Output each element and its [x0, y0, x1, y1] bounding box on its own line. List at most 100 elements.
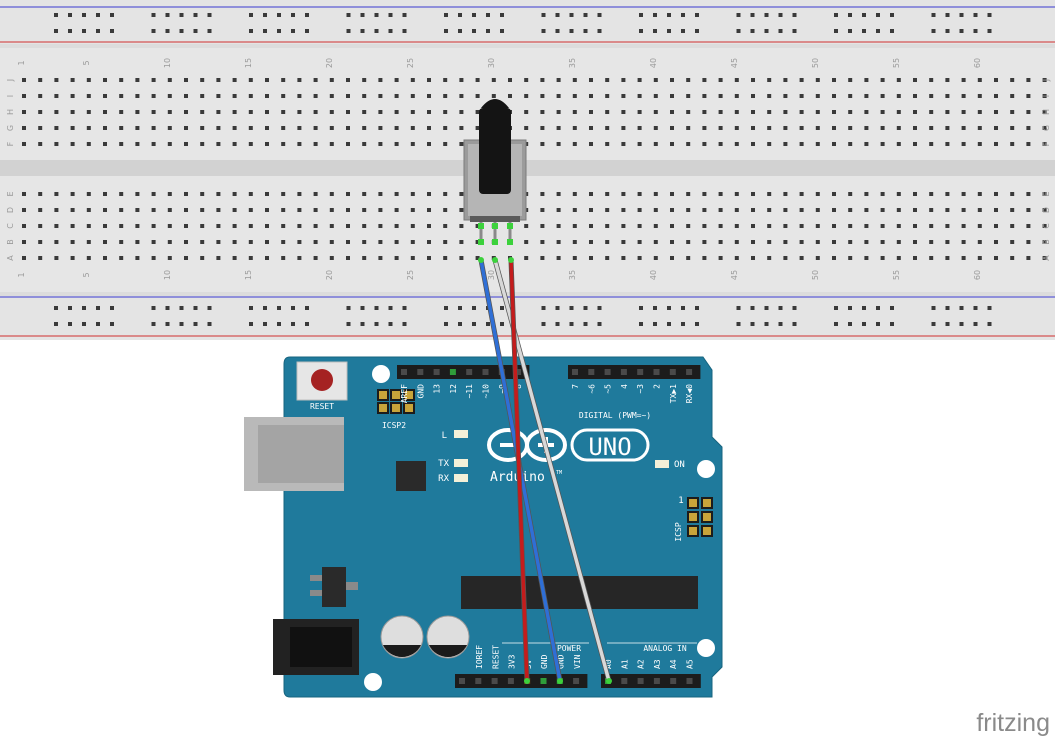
digital-pin-socket[interactable]: [401, 369, 407, 375]
breadboard-hole: [378, 142, 383, 146]
breadboard-hole: [945, 192, 950, 196]
breadboard-hole: [475, 240, 480, 244]
analog-pin-socket[interactable]: [621, 678, 628, 684]
breadboard-hole: [200, 208, 205, 212]
digital-pin-socket[interactable]: [637, 369, 644, 375]
breadboard-hole: [670, 142, 674, 146]
breadboard-hole: [864, 256, 869, 260]
breadboard-hole: [184, 110, 188, 114]
power-pin-socket[interactable]: [491, 678, 498, 684]
breadboard-hole: [751, 78, 755, 82]
rail-hole: [750, 322, 755, 326]
arduino-logo: UNO Arduino TM: [487, 428, 650, 485]
digital-pin-socket[interactable]: [588, 369, 595, 375]
breadboard-hole: [119, 256, 124, 260]
breadboard-hole: [848, 78, 853, 82]
breadboard-hole: [86, 110, 91, 114]
potentiometer-knob[interactable]: [479, 108, 511, 194]
row-letter-label: H: [6, 109, 15, 115]
digital-pin-socket[interactable]: [449, 369, 456, 375]
breadboard-hole: [248, 224, 253, 228]
pin-label: A5: [686, 659, 695, 669]
pin-label: 4: [620, 384, 629, 389]
breadboard-hole: [70, 240, 75, 244]
breadboard-hole: [945, 110, 950, 114]
breadboard-hole: [313, 110, 318, 114]
breadboard-hole: [734, 126, 739, 130]
digital-pin-socket[interactable]: [653, 369, 660, 375]
breadboard-hole: [864, 192, 869, 196]
breadboard-hole: [929, 142, 934, 146]
rail-hole: [653, 322, 657, 326]
power-pin-socket[interactable]: [475, 678, 482, 684]
rail-hole: [569, 306, 574, 310]
breadboard-hole: [1042, 224, 1047, 228]
breadboard-hole: [929, 224, 934, 228]
reset-button-cap[interactable]: [311, 369, 333, 391]
digital-pin-socket[interactable]: [466, 369, 473, 375]
digital-pin-socket[interactable]: [515, 369, 522, 375]
rail-hole: [667, 322, 671, 326]
breadboard-hole: [913, 126, 917, 130]
column-number-label: 60: [973, 270, 982, 280]
breadboard-hole: [686, 126, 691, 130]
breadboard-hole: [880, 78, 885, 82]
breadboard-hole: [929, 240, 934, 244]
breadboard-hole: [799, 224, 804, 228]
rail-hole: [249, 13, 253, 17]
breadboard-hole: [637, 126, 642, 130]
breadboard-hole: [410, 94, 415, 98]
digital-pin-socket[interactable]: [669, 369, 676, 375]
rail-hole: [291, 13, 295, 17]
breadboard-hole: [491, 94, 496, 98]
breadboard-hole: [913, 78, 917, 82]
pin-label: ~11: [465, 384, 474, 399]
digital-pin-socket[interactable]: [686, 369, 693, 375]
digital-pin-socket[interactable]: [572, 369, 578, 375]
rail-hole: [193, 29, 198, 33]
breadboard-hole: [702, 256, 707, 260]
digital-pin-socket[interactable]: [620, 369, 627, 375]
breadboard-hole: [394, 256, 399, 260]
breadboard-hole: [929, 110, 934, 114]
breadboard-hole: [913, 142, 917, 146]
breadboard-hole: [135, 78, 140, 82]
breadboard-hole: [1010, 142, 1015, 146]
breadboard-hole: [540, 142, 545, 146]
analog-pin-socket[interactable]: [637, 678, 644, 684]
rail-hole: [792, 306, 797, 310]
breadboard-hole: [1026, 110, 1031, 114]
breadboard-hole: [848, 94, 853, 98]
analog-pin-socket[interactable]: [653, 678, 660, 684]
breadboard-hole: [815, 94, 820, 98]
column-number-label: 5: [82, 60, 91, 65]
breadboard-hole: [637, 256, 642, 260]
rail-hole: [458, 29, 462, 33]
uno-label: UNO: [588, 433, 631, 461]
icsp-pin: [687, 511, 699, 523]
digital-pin-socket[interactable]: [604, 369, 611, 375]
rail-hole: [165, 306, 170, 310]
power-pin-socket[interactable]: [573, 678, 580, 684]
breadboard-hole: [86, 224, 91, 228]
breadboard-hole: [443, 94, 448, 98]
digital-pin-socket[interactable]: [433, 369, 440, 375]
potentiometer-knob-top[interactable]: [481, 99, 509, 108]
wire-red[interactable]: [509, 258, 529, 683]
breadboard-hole: [686, 256, 691, 260]
breadboard-hole: [167, 142, 172, 146]
rail-hole: [973, 322, 978, 326]
power-pin-socket[interactable]: [540, 678, 547, 684]
breadboard-hole: [248, 192, 253, 196]
power-pin-socket[interactable]: [507, 678, 514, 684]
analog-pin-socket[interactable]: [686, 678, 693, 684]
breadboard-hole: [103, 126, 107, 130]
rail-hole: [388, 13, 393, 17]
breadboard-hole: [410, 240, 415, 244]
rail-hole: [653, 306, 657, 310]
digital-pin-socket[interactable]: [417, 369, 424, 375]
analog-pin-socket[interactable]: [670, 678, 677, 684]
digital-pin-socket[interactable]: [482, 369, 489, 375]
breadboard-hole: [86, 256, 91, 260]
power-pin-socket[interactable]: [459, 678, 465, 684]
